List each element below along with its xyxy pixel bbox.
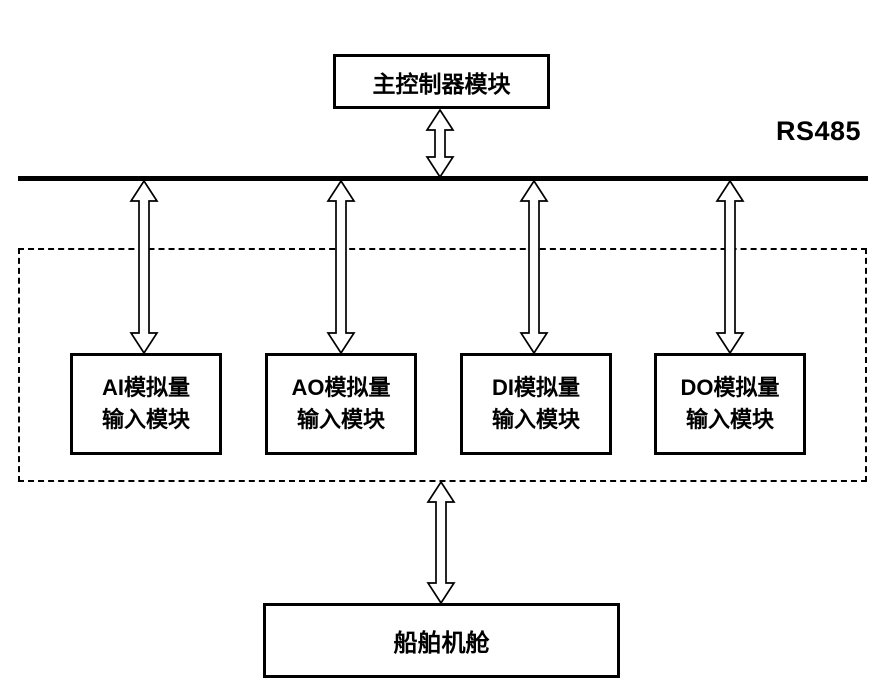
main-controller-box: 主控制器模块 <box>333 54 550 109</box>
io-module-box-ao: AO模拟量 输入模块 <box>265 353 417 455</box>
io-module-box-di: DI模拟量 输入模块 <box>460 353 612 455</box>
io-module-box-ai: AI模拟量 输入模块 <box>70 353 222 455</box>
double-arrow-icon <box>326 180 356 354</box>
rs485-bus-line <box>18 176 868 181</box>
io-module-box-do: DO模拟量 输入模块 <box>654 353 806 455</box>
double-arrow-bus-ao <box>326 180 356 354</box>
double-arrow-icon <box>715 180 745 354</box>
double-arrow-bus-do <box>715 180 745 354</box>
double-arrow-icon <box>129 180 159 354</box>
double-arrow-bus-ai <box>129 180 159 354</box>
io-modules-dashed-boundary <box>18 248 867 482</box>
double-arrow-icon <box>519 180 549 354</box>
engine-room-box: 船舶机舱 <box>263 603 620 678</box>
double-arrow-icon <box>426 481 456 604</box>
double-arrow-zone-engine-room <box>426 481 456 604</box>
double-arrow-icon <box>425 109 455 178</box>
rs485-bus-label: RS485 <box>776 116 862 146</box>
double-arrow-controller-bus <box>425 109 455 178</box>
double-arrow-bus-di <box>519 180 549 354</box>
